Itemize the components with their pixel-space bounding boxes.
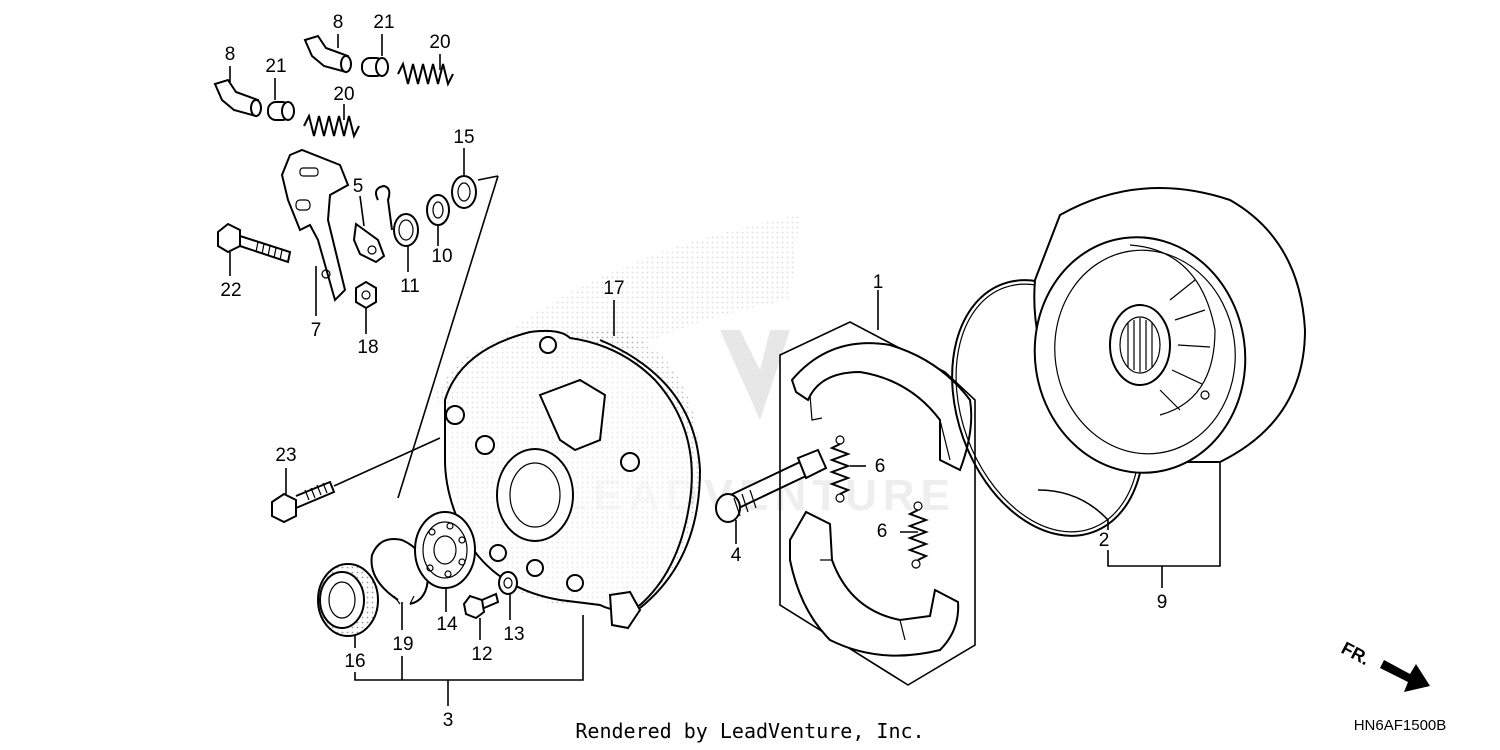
part-brake-arm-7 [280, 148, 350, 302]
part-nut-18 [355, 280, 377, 310]
callout-6-upper: 6 [875, 456, 886, 477]
shoe-set-outline [779, 321, 976, 686]
part-bolt-12 [462, 592, 500, 620]
callout-11: 11 [400, 276, 420, 297]
callout-9: 9 [1157, 592, 1168, 613]
part-arm-8-lower [213, 78, 262, 118]
drawing-code: HN6AF1500B [1354, 717, 1447, 734]
callout-5: 5 [353, 176, 364, 197]
part-bolt-23 [271, 437, 441, 524]
callout-21-upper: 21 [373, 12, 394, 33]
bracket-line [477, 175, 499, 181]
callout-20-upper: 20 [429, 32, 450, 53]
part-brake-drum-9 [1033, 187, 1307, 474]
callout-22: 22 [220, 280, 241, 301]
part-shoe-spring-6-lower [907, 501, 929, 569]
bracket-line [397, 175, 499, 499]
callout-18: 18 [357, 337, 378, 358]
render-credit: Rendered by LeadVenture, Inc. [575, 719, 924, 743]
callout-16: 16 [344, 651, 365, 672]
direction-label: FR. [1338, 638, 1373, 669]
part-bolt-22 [217, 222, 292, 264]
arrow-icon [1380, 660, 1430, 692]
callout-12: 12 [471, 644, 492, 665]
callout-7: 7 [311, 320, 322, 341]
callout-8-lower: 8 [225, 44, 236, 65]
part-cam-shaft-4 [715, 448, 828, 523]
leader-lines [229, 34, 1221, 706]
part-brake-panel-17 [444, 329, 702, 630]
callout-17: 17 [603, 278, 624, 299]
callout-13: 13 [503, 624, 524, 645]
part-seal-15 [451, 175, 477, 209]
part-arm-8-upper [303, 34, 352, 74]
part-brake-shoe-upper [790, 342, 973, 472]
part-circlip-19 [370, 538, 430, 605]
callouts: 8 21 20 8 21 20 15 5 10 11 22 7 18 17 1 … [220, 12, 1167, 731]
callout-6-lower: 6 [877, 521, 888, 542]
part-spring-20-lower [303, 113, 360, 139]
part-washer-13 [498, 571, 518, 595]
part-collar-21-lower [267, 101, 295, 121]
callout-20-lower: 20 [333, 84, 354, 105]
callout-19: 19 [392, 634, 413, 655]
part-return-spring-11 [375, 184, 419, 247]
callout-23: 23 [275, 445, 296, 466]
part-washer-10 [426, 194, 450, 226]
callout-14: 14 [436, 614, 458, 635]
part-spring-20-upper [397, 61, 454, 87]
callout-2: 2 [1099, 530, 1110, 551]
part-indicator-5 [352, 222, 386, 264]
callout-15: 15 [453, 127, 474, 148]
part-shoe-spring-6-upper [829, 435, 851, 503]
part-oil-seal-16 [317, 563, 379, 637]
callout-10: 10 [431, 246, 452, 267]
callout-1: 1 [873, 272, 884, 293]
callout-3: 3 [443, 710, 454, 731]
callout-4: 4 [731, 545, 742, 566]
part-collar-21-upper [361, 57, 389, 77]
part-bearing-14 [414, 511, 476, 589]
callout-8-upper: 8 [333, 12, 344, 33]
callout-21-lower: 21 [265, 56, 286, 77]
part-brake-shoe-lower [789, 510, 960, 657]
front-direction-arrow: FR. [1338, 638, 1430, 692]
